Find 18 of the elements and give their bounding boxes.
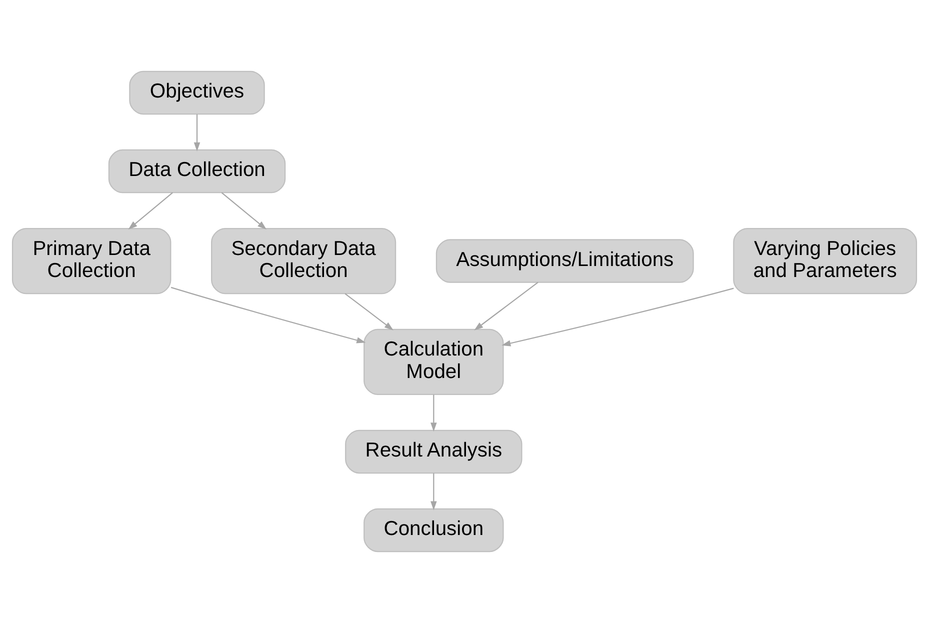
arrow [194, 114, 200, 151]
arrow [221, 192, 266, 229]
node-box: Varying Policies and Parameters [733, 227, 918, 294]
arrow [430, 472, 437, 510]
arrow [502, 287, 734, 346]
node-box: Conclusion [364, 508, 504, 552]
node-box: Calculation Model [364, 328, 504, 395]
node-box: Primary Data Collection [12, 227, 172, 294]
arrow [430, 394, 437, 432]
node-box: Result Analysis [345, 429, 522, 474]
arrow [474, 281, 538, 330]
node-box: Objectives [129, 70, 265, 114]
arrow [128, 192, 173, 229]
arrow [170, 286, 366, 343]
node-box: Assumptions/Limitations [436, 238, 694, 282]
arrow [344, 292, 394, 330]
node-box: Secondary Data Collection [211, 227, 396, 294]
node-box: Data Collection [108, 148, 286, 193]
